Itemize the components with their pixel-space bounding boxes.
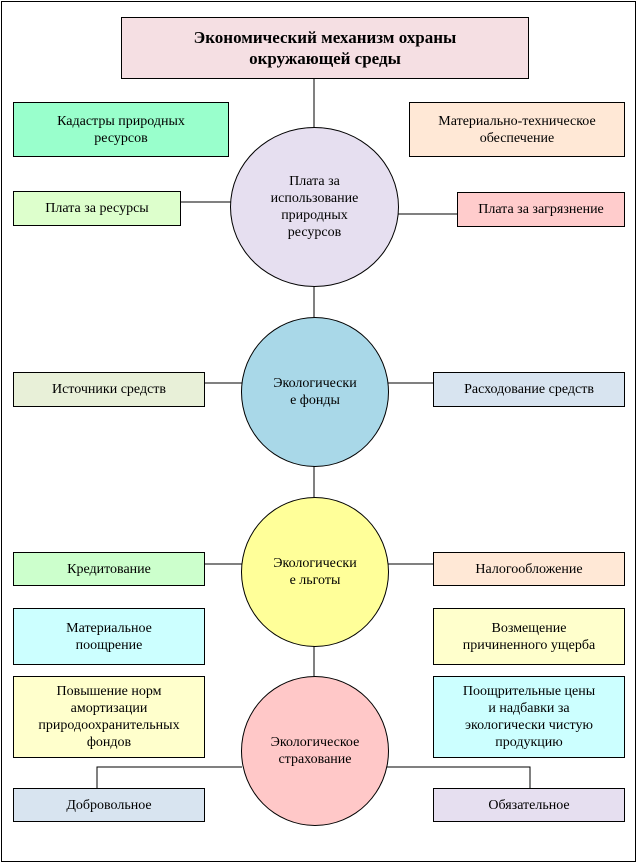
connector-voluntary <box>96 766 242 788</box>
taxation-box: Налогообложение <box>433 552 625 586</box>
fund-sources-box: Источники средств <box>13 372 205 407</box>
benefits-hub-circle: Экологически е льготы <box>241 497 389 647</box>
material-incentive-box: Материальное поощрение <box>13 608 205 665</box>
voluntary-box: Добровольное <box>13 788 205 822</box>
incentive-prices-box: Поощрительные цены и надбавки за экологи… <box>433 676 625 758</box>
crediting-box: Кредитование <box>13 552 205 586</box>
pollution-fee-box: Плата за загрязнение <box>457 192 625 227</box>
mandatory-box: Обязательное <box>433 788 625 822</box>
material-supply-box: Материально-техническое обеспечение <box>409 102 625 157</box>
damage-compensation-box: Возмещение причиненного ущерба <box>433 608 625 665</box>
funds-hub-circle: Экологически е фонды <box>241 317 389 467</box>
fund-spending-box: Расходование средств <box>433 372 625 407</box>
connector-mandatory <box>387 766 531 788</box>
diagram-title: Экономический механизм охраны окружающей… <box>121 17 529 79</box>
insurance-hub-circle: Экологическое страхование <box>241 676 389 826</box>
resource-fee-box: Плата за ресурсы <box>13 191 181 226</box>
cadastres-box: Кадастры природных ресурсов <box>13 102 229 157</box>
depreciation-box: Повышение норм амортизации природоохрани… <box>13 676 205 758</box>
payment-hub-circle: Плата за использование природных ресурсо… <box>230 127 399 287</box>
